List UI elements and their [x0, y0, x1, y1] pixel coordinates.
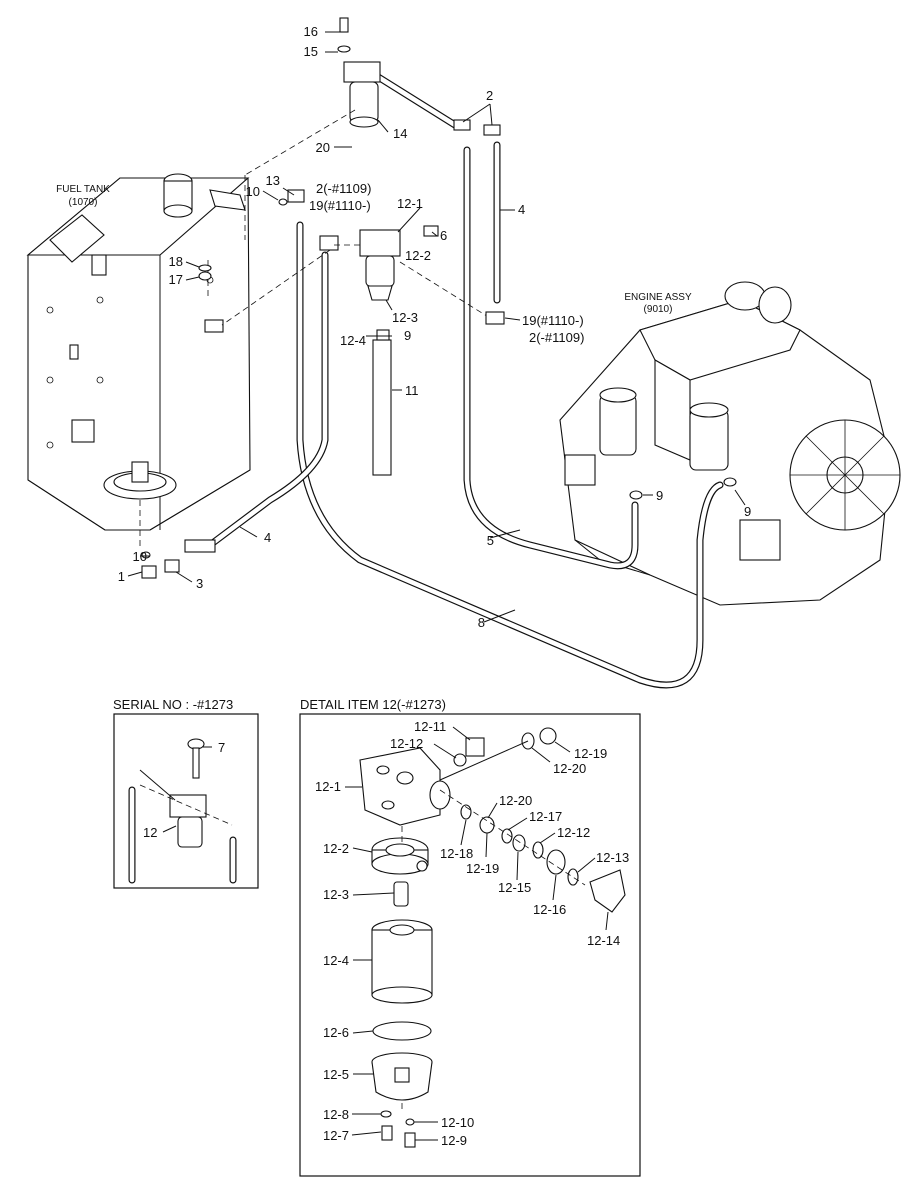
callout-12-1: 12-1	[397, 196, 423, 211]
callout-20: 20	[316, 140, 330, 155]
detail-callout-12-20-mid: 12-20	[499, 793, 532, 808]
serial-box-drawing	[128, 738, 237, 884]
callout-19-1110-lower: 19(#1110-)	[522, 313, 584, 328]
detail-callout-12-10: 12-10	[441, 1115, 474, 1130]
callout-10-top: 10	[246, 184, 260, 199]
detail-callout-12-12-top: 12-12	[390, 736, 423, 751]
detail-callout-12-15: 12-15	[498, 880, 531, 895]
callout-9-engine-right: 9	[744, 504, 751, 519]
detail-callout-12-16: 12-16	[533, 902, 566, 917]
engine-drawing	[559, 281, 901, 606]
callout-18: 18	[169, 254, 183, 269]
detail-callout-12-19-mid: 12-19	[466, 861, 499, 876]
callout-2-top: 2	[486, 88, 493, 103]
detail-callout-12-9: 12-9	[441, 1133, 467, 1148]
callout-13: 13	[266, 173, 280, 188]
callout-2-1109-lower: 2(-#1109)	[529, 330, 584, 345]
callout-10-bottom: 10	[133, 549, 147, 564]
callout-6: 6	[440, 228, 447, 243]
callout-4-lower: 4	[264, 530, 271, 545]
serial-callout-7: 7	[218, 740, 225, 755]
detail-leader-lines	[345, 726, 609, 1141]
fuel-tank-ref: (1070)	[69, 197, 98, 208]
callout-19-1110-upper: 19(#1110-)	[309, 198, 371, 213]
callout-15: 15	[304, 44, 318, 59]
serial-box-title: SERIAL NO : -#1273	[113, 697, 233, 712]
detail-box-frame	[299, 713, 641, 1177]
detail-callout-12-17: 12-17	[529, 809, 562, 824]
detail-box-title: DETAIL ITEM 12(-#1273)	[300, 697, 446, 712]
callout-8: 8	[478, 615, 485, 630]
detail-callout-12-2: 12-2	[323, 841, 349, 856]
filter-12-drawing	[319, 229, 401, 301]
callout-12-2: 12-2	[405, 248, 431, 263]
detail-callout-12-19-top: 12-19	[574, 746, 607, 761]
callout-16: 16	[304, 24, 318, 39]
filter-14-drawing	[337, 17, 381, 128]
callout-4-upper: 4	[518, 202, 525, 217]
detail-callout-12-11: 12-11	[414, 719, 446, 734]
callout-14: 14	[393, 126, 407, 141]
detail-callout-12-3: 12-3	[323, 887, 349, 902]
serial-box-frame	[113, 713, 259, 889]
engine-label: ENGINE ASSY	[624, 292, 692, 303]
callout-3: 3	[196, 576, 203, 591]
fuel-tank-drawing	[26, 173, 251, 531]
callout-11: 11	[405, 383, 419, 398]
engine-ref: (9010)	[644, 304, 673, 315]
callout-17: 17	[169, 272, 183, 287]
detail-callout-12-7: 12-7	[323, 1128, 349, 1143]
callout-9-middle: 9	[404, 328, 411, 343]
detail-callout-12-4: 12-4	[323, 953, 349, 968]
serial-callout-12: 12	[143, 825, 157, 840]
detail-callout-12-20-top: 12-20	[553, 761, 586, 776]
detail-callout-12-13: 12-13	[596, 850, 629, 865]
detail-callout-12-1: 12-1	[315, 779, 341, 794]
callout-1: 1	[118, 569, 125, 584]
detail-callout-12-12-mid: 12-12	[557, 825, 590, 840]
callout-9-engine-left: 9	[656, 488, 663, 503]
detail-callout-12-5: 12-5	[323, 1067, 349, 1082]
detail-callout-12-8: 12-8	[323, 1107, 349, 1122]
leader-lines	[127, 31, 746, 623]
fuel-tank-label: FUEL TANK	[56, 184, 110, 195]
callout-12-3: 12-3	[392, 310, 418, 325]
callout-2-1109-upper: 2(-#1109)	[316, 181, 371, 196]
detail-callout-12-18: 12-18	[440, 846, 473, 861]
callout-5: 5	[487, 533, 494, 548]
detail-box-drawing	[359, 727, 626, 1148]
hose-lines	[206, 71, 724, 689]
detail-callout-12-14: 12-14	[587, 933, 620, 948]
detail-callout-12-6: 12-6	[323, 1025, 349, 1040]
callout-12-4: 12-4	[340, 333, 366, 348]
